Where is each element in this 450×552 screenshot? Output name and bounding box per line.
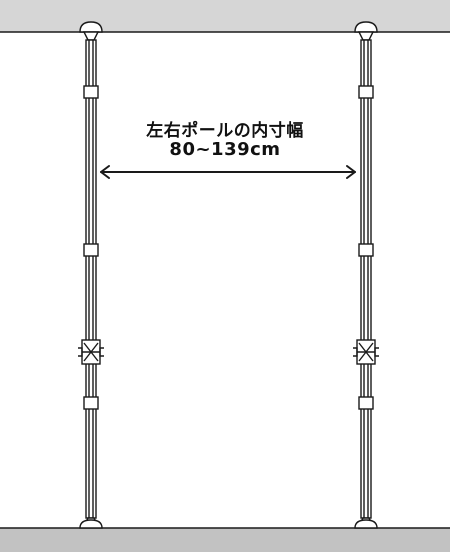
dimension-title: 左右ポールの内寸幅 xyxy=(146,121,304,141)
right-pole xyxy=(353,21,379,529)
left-pole xyxy=(78,21,104,529)
floor xyxy=(0,527,450,552)
dimension-range: 80~139cm xyxy=(169,139,281,160)
ceiling xyxy=(0,0,450,33)
double-headed-arrow-icon xyxy=(100,165,356,179)
